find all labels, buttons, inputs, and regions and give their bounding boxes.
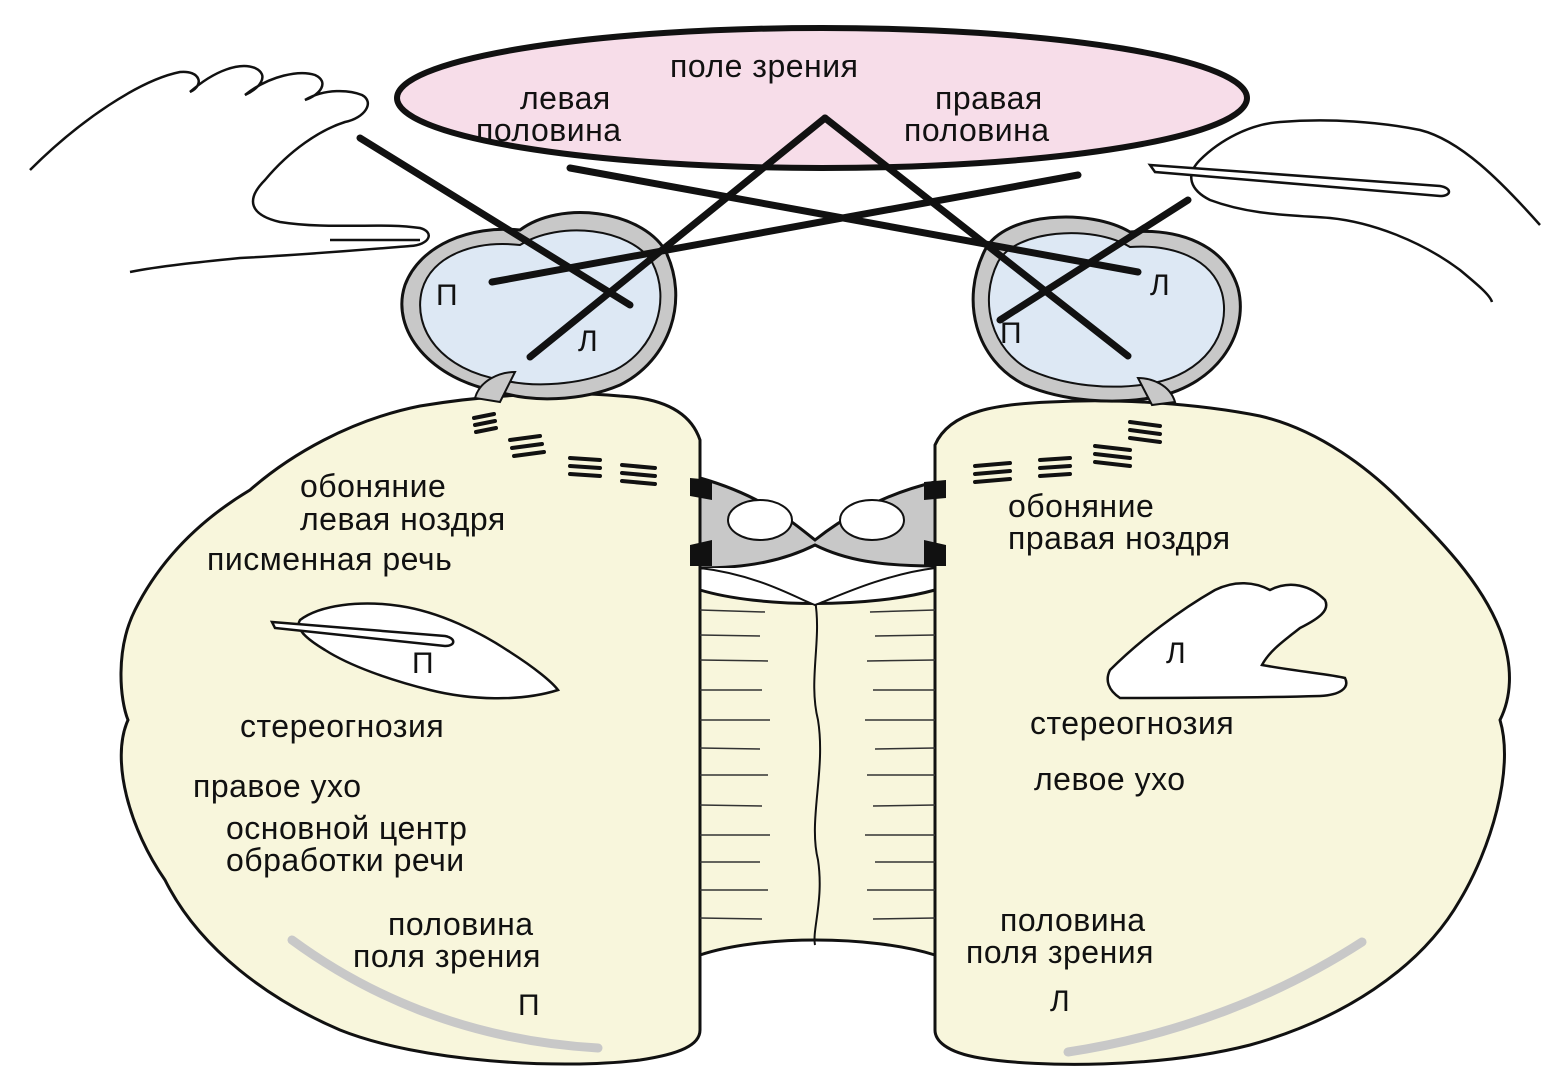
left-smell-label-1: обоняние	[300, 470, 446, 502]
right-stereognosis-label: стереогнозия	[1030, 707, 1234, 739]
visual-field-right-label-1: правая	[935, 82, 1043, 114]
optic-chiasm	[690, 478, 946, 605]
visual-field-title: поле зрения	[670, 50, 858, 82]
corpus-callosum	[700, 590, 935, 955]
right-field-label-1: половина	[1000, 904, 1146, 936]
left-ear-label: левое ухо	[1034, 763, 1186, 795]
right-field-mark: Л	[1050, 986, 1070, 1018]
right-eye-left-mark: Л	[1150, 270, 1170, 302]
right-hand-mark: Л	[1166, 638, 1186, 670]
written-speech-label: писменная речь	[207, 543, 452, 575]
left-stereognosis-label: стереогнозия	[240, 710, 444, 742]
right-smell-label-2: правая ноздря	[1008, 522, 1231, 554]
speech-center-label-2: обработки речи	[226, 844, 465, 876]
left-smell-label-2: левая ноздря	[300, 503, 506, 535]
right-eye-right-mark: П	[1000, 318, 1022, 350]
left-field-label-1: половина	[388, 908, 534, 940]
speech-center-label-1: основной центр	[226, 812, 467, 844]
left-hand-mark: П	[412, 648, 434, 680]
left-field-label-2: поля зрения	[353, 940, 541, 972]
visual-field-left-label-1: левая	[520, 82, 611, 114]
right-field-label-2: поля зрения	[966, 936, 1154, 968]
left-field-mark: П	[518, 990, 540, 1022]
right-ear-label: правое ухо	[193, 770, 361, 802]
visual-field-left-label-2: половина	[476, 114, 622, 146]
right-smell-label-1: обоняние	[1008, 490, 1154, 522]
left-eye-left-mark: Л	[578, 326, 598, 358]
visual-field-right-label-2: половина	[904, 114, 1050, 146]
hand-icon	[30, 66, 429, 272]
left-eye-right-mark: П	[436, 280, 458, 312]
